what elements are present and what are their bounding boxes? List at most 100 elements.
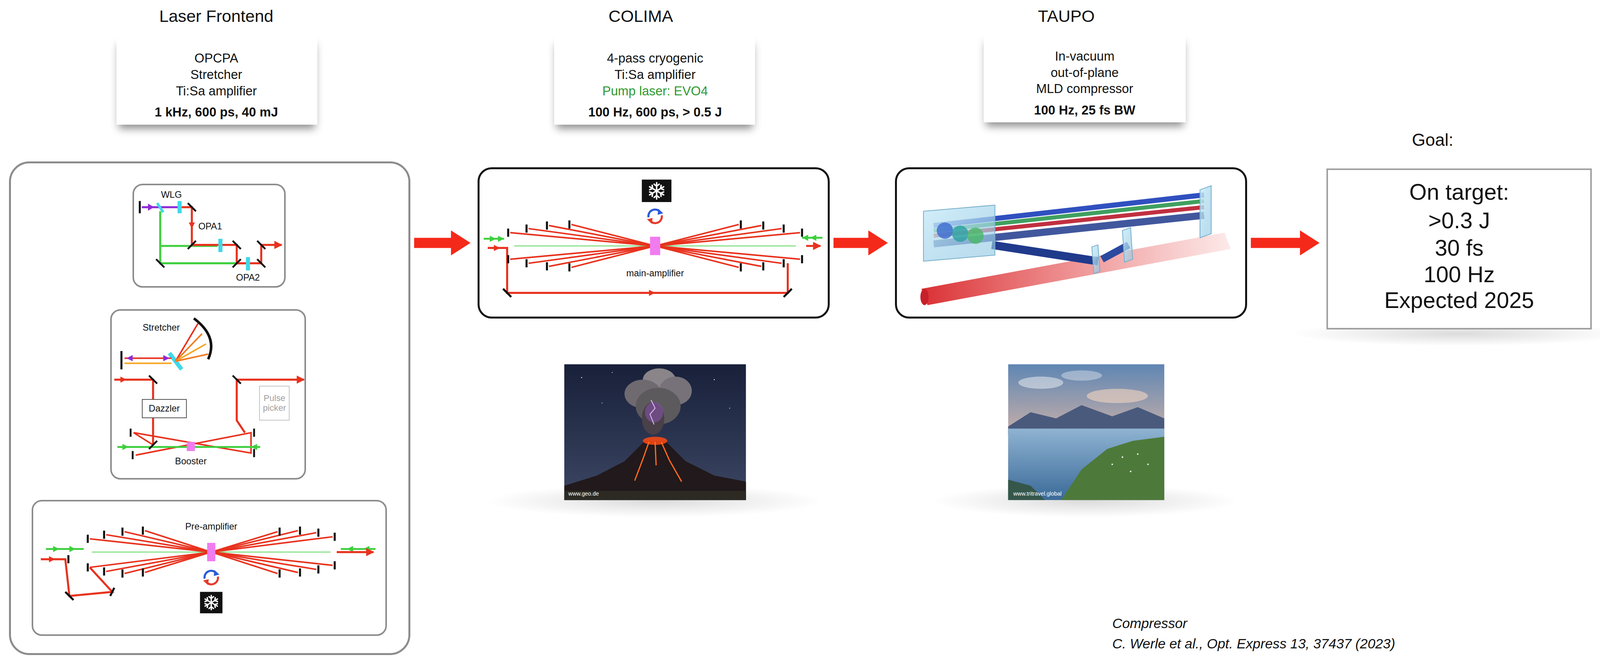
pre-amplifier-layout (209, 596, 214, 609)
spec-line: MLD compressor (1036, 81, 1133, 97)
main-amplifier-layout (762, 262, 765, 271)
compressor-render (923, 205, 996, 262)
stretcher-layout (124, 362, 172, 365)
main-amplifier-layout (507, 255, 510, 264)
main-amplifier-layout (568, 263, 571, 272)
stretcher-layout (148, 440, 158, 450)
part-label: Dazzler (148, 403, 181, 414)
main-amplifier-layout (810, 234, 817, 242)
volcano-photo (634, 442, 682, 482)
wlg-opa-layout (187, 203, 196, 212)
pre-amplifier-layout (336, 551, 374, 554)
lake-photo (1008, 364, 1165, 500)
lake-photo (1018, 376, 1064, 389)
stretcher-layout (126, 355, 133, 362)
lake-photo (1086, 388, 1149, 404)
main-amplifier-layout (649, 185, 664, 197)
pre-amplifier-layout (205, 597, 218, 608)
volcano-photo (564, 364, 747, 500)
pre-amplifier-layout (86, 534, 89, 543)
spec-line: Ti:Sa amplifier (175, 83, 257, 99)
main-amplifier-layout (502, 220, 802, 298)
pre-amplifier-layout (89, 538, 333, 566)
main-amplifier-layout (545, 221, 548, 230)
compressor-render (936, 222, 954, 239)
module-box: DazzlerPulse pickerStretcherBooster (110, 309, 307, 480)
module-box: Pre-amplifier (31, 499, 387, 636)
compressor-render (920, 288, 929, 306)
stretcher-layout (122, 443, 129, 451)
pre-amplifier-layout (333, 532, 336, 541)
spec-line: In-vacuum (1054, 48, 1115, 64)
pre-amplifier-layout (141, 526, 144, 535)
stretcher-layout (253, 449, 256, 458)
column-heading: TAUPO (1038, 6, 1095, 27)
main-amplifier-layout (654, 184, 660, 198)
volcano-photo (564, 364, 747, 500)
wlg-opa-layout (181, 207, 282, 264)
stretcher-layout (253, 428, 256, 437)
volcano-photo (641, 402, 664, 435)
flow-arrow (833, 230, 888, 256)
main-amplifier-layout (649, 186, 664, 196)
spec-line: Stretcher (190, 67, 242, 83)
spec-summary: 100 Hz, 25 fs BW (1034, 102, 1136, 118)
lake-photo (1061, 370, 1102, 381)
wlg-opa-layout (138, 200, 141, 213)
main-amplifier-layout (782, 259, 785, 268)
lake-photo (1008, 364, 1165, 500)
pre-amplifier-layout (40, 526, 376, 614)
main-amplifier-layout (571, 224, 739, 268)
spec-summary: 1 kHz, 600 ps, 40 mJ (154, 104, 279, 120)
wlg-opa-layout (218, 238, 223, 253)
device-box: Pulse picker (259, 385, 290, 421)
pre-amplifier-layout (340, 547, 376, 550)
pre-amplifier-layout (333, 561, 336, 570)
soft-shadows (486, 321, 1600, 518)
part-label: OPA2 (236, 272, 260, 283)
main-amplifier-layout (502, 288, 512, 298)
stretcher-layout (186, 442, 196, 452)
compressor-render (1091, 245, 1101, 274)
pre-amplifier-layout (67, 554, 70, 564)
wlg-opa-layout (187, 240, 196, 249)
callout-box: Laser FrontendOPCPAStretcherTi:Sa amplif… (116, 35, 318, 125)
pre-amplifier-layout (103, 530, 106, 539)
spec-line: 4-pass cryogenic (606, 50, 704, 66)
part-label: main-amplifier (626, 268, 684, 279)
wlg-opa-layout (245, 257, 250, 271)
device-box: Dazzler (141, 399, 187, 419)
stretcher-layout (163, 355, 170, 362)
photo-credit: www.tritravel.global (1013, 490, 1062, 498)
compressor-render (1199, 185, 1212, 238)
main-amplifier-layout (489, 235, 496, 242)
main-amplifier-layout (649, 182, 664, 199)
compressor-render (920, 185, 1231, 305)
main-amplifier-layout (649, 186, 664, 196)
pre-amplifier-layout (48, 556, 56, 563)
volcano-photo (564, 490, 747, 500)
pre-amplifier-layout (110, 587, 115, 596)
pre-amplifier-layout (103, 567, 106, 576)
main-amplifier-layout (568, 220, 571, 229)
wlg-opa-layout (188, 222, 196, 229)
goal-text: 30 fs (1434, 234, 1484, 261)
spec-line: out-of-plane (1050, 65, 1119, 81)
pre-amplifier-layout (89, 530, 333, 574)
volcano-photo (601, 402, 603, 404)
volcano-photo (612, 372, 613, 373)
pre-amplifier-layout (298, 526, 301, 535)
reference-title: Compressor (1112, 615, 1188, 632)
main-amplifier-layout (549, 225, 762, 267)
main-amplifier-layout (762, 221, 765, 230)
pre-amplifier-layout (86, 563, 89, 572)
pre-amplifier-layout (298, 568, 301, 577)
main-amplifier-layout (528, 228, 782, 264)
pre-amplifier-layout (46, 547, 85, 550)
volcano-photo (581, 377, 583, 379)
goal-text: On target: (1409, 178, 1509, 205)
compressor-render (1122, 227, 1133, 263)
main-amplifier-layout (525, 224, 528, 233)
compressor-render (952, 225, 969, 242)
